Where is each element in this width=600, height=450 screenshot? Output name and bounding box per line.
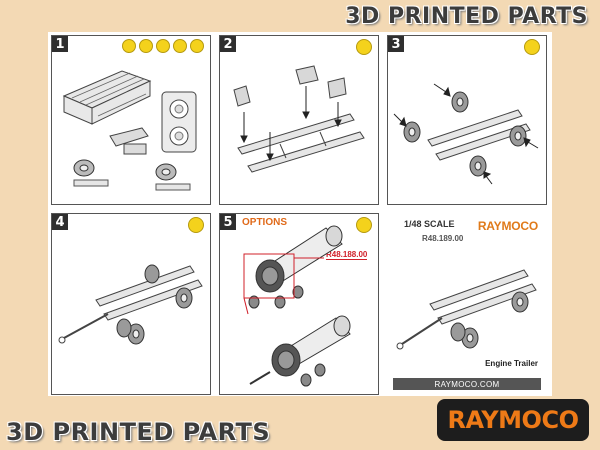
options-label: OPTIONS [242, 217, 288, 228]
chassis-assembly-drawing [233, 65, 365, 173]
engine-options-drawing [243, 225, 351, 387]
step-panel-3: 3 [387, 35, 547, 205]
glue-icon [356, 217, 372, 233]
tow-bar-assembly-drawing [58, 264, 203, 345]
step-number: 5 [220, 214, 236, 230]
step-number: 3 [388, 36, 404, 52]
banner-top: 3D PRINTED PARTS [345, 4, 588, 29]
wheel-attachment-drawing [393, 83, 539, 185]
part-code-tag: R48.188.00 [326, 250, 368, 260]
no-glue-icon [173, 39, 187, 53]
step-panel-5: 5 OPTIONS R48.188.00 [219, 213, 379, 395]
step-panel-2: 2 [219, 35, 379, 205]
finished-trailer-drawing [396, 269, 537, 350]
glue-icon [122, 39, 136, 53]
instruction-sheet: 1 [48, 32, 552, 396]
step-number: 1 [52, 36, 68, 52]
product-name: Engine Trailer [485, 359, 538, 368]
tool-icons [122, 39, 204, 53]
step-panel-1: 1 [51, 35, 211, 205]
brand-logo-small: RAYMOCO [477, 219, 538, 233]
glue-icon [356, 39, 372, 55]
brand-logo: RAYMOCO [437, 399, 589, 441]
product-code: R48.189.00 [422, 234, 464, 243]
knife-icon [139, 39, 153, 53]
product-info-panel: 1/48 SCALE R48.189.00 RAYMOCO Engine Tra… [387, 213, 547, 395]
glue-icon [524, 39, 540, 55]
sandpaper-icon [156, 39, 170, 53]
banner-bottom: 3D PRINTED PARTS [6, 418, 271, 446]
parts-sprue-drawing [62, 70, 197, 191]
step-number: 2 [220, 36, 236, 52]
glue-icon [188, 217, 204, 233]
scale-label: 1/48 SCALE [404, 219, 455, 229]
no-cut-icon [190, 39, 204, 53]
step-panel-4: 4 [51, 213, 211, 395]
website-url[interactable]: RAYMOCO.COM [393, 378, 541, 390]
step-number: 4 [52, 214, 68, 230]
